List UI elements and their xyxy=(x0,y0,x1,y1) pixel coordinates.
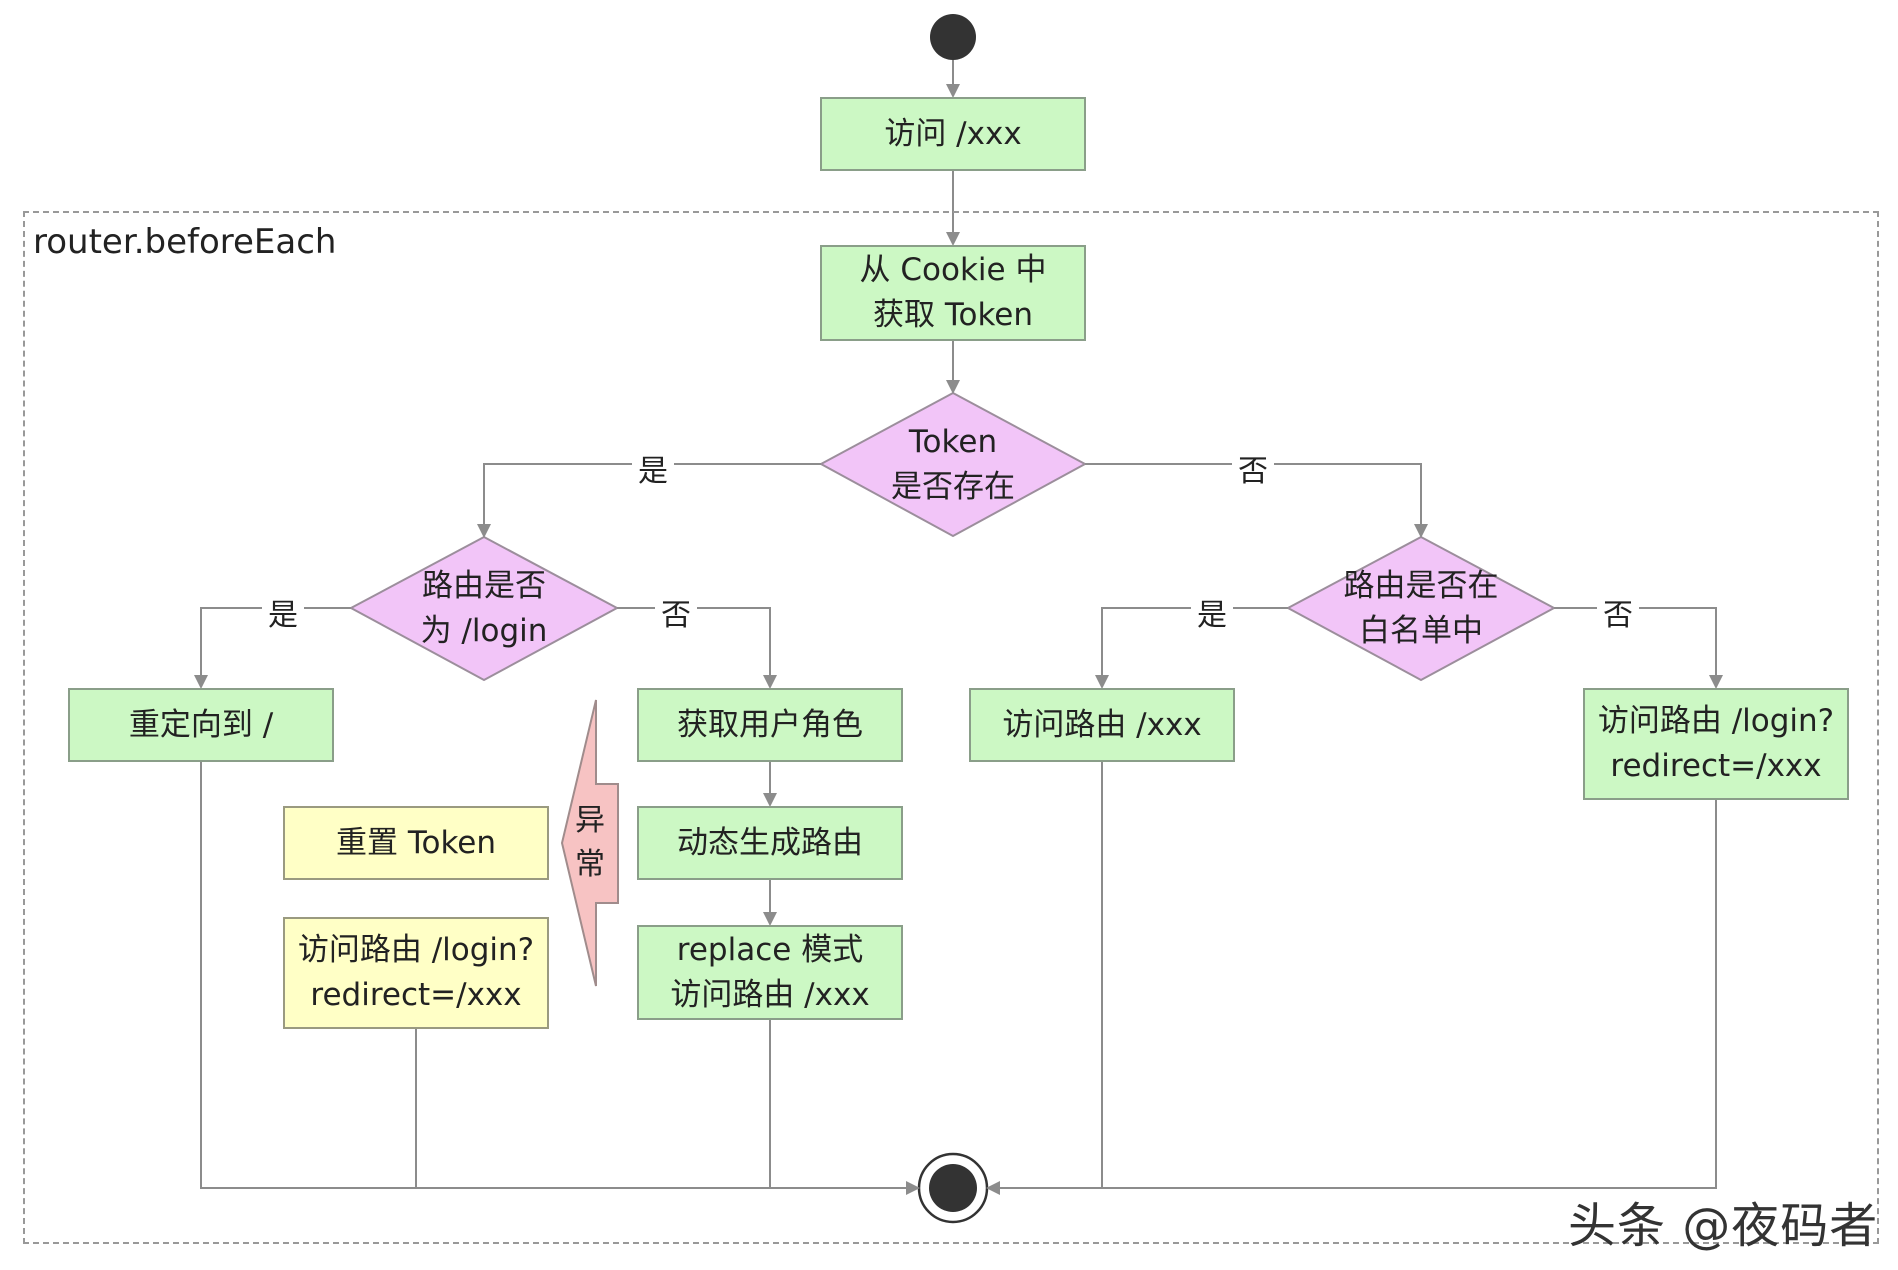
edge-token-yes xyxy=(477,463,821,538)
node-visit-route-xxx: 访问路由 /xxx xyxy=(969,688,1235,762)
start-node xyxy=(930,14,976,60)
edge-left-to-end xyxy=(200,762,920,1195)
exception-label: 异 常 xyxy=(575,803,605,882)
decision-token-exists-text: Token 是否存在 xyxy=(891,424,1015,505)
exception-marker xyxy=(560,699,619,987)
edge-right-to-end xyxy=(986,800,1717,1195)
edge-token-no xyxy=(1085,463,1428,538)
node-get-token: 从 Cookie 中 获取 Token xyxy=(820,245,1086,341)
decision-is-login xyxy=(348,535,620,682)
label-login-no: 否 xyxy=(655,590,697,634)
label-token-yes: 是 xyxy=(632,446,674,490)
watermark: 头条 @夜码者 xyxy=(1568,1198,1879,1254)
node-visit-login-right: 访问路由 /login? redirect=/xxx xyxy=(1583,688,1849,800)
decision-is-login-text: 路由是否 为 /login xyxy=(420,568,548,649)
node-gen-routes: 动态生成路由 xyxy=(637,806,903,880)
node-replace-visit: replace 模式 访问路由 /xxx xyxy=(637,925,903,1020)
decision-in-whitelist xyxy=(1285,535,1557,682)
node-visit-login-left: 访问路由 /login? redirect=/xxx xyxy=(283,917,549,1029)
node-visit-xxx: 访问 /xxx xyxy=(820,97,1086,171)
frame-label: router.beforeEach xyxy=(33,222,337,262)
label-token-no: 否 xyxy=(1232,446,1274,490)
decision-token-exists xyxy=(818,391,1088,538)
label-login-yes: 是 xyxy=(262,590,304,634)
end-node xyxy=(917,1152,989,1224)
node-get-roles: 获取用户角色 xyxy=(637,688,903,762)
decision-in-whitelist-text: 路由是否在 白名单中 xyxy=(1343,568,1499,649)
label-whitelist-yes: 是 xyxy=(1191,590,1233,634)
node-reset-token: 重置 Token xyxy=(283,806,549,880)
node-redirect-root: 重定向到 / xyxy=(68,688,334,762)
before-each-frame xyxy=(23,211,1879,1244)
label-whitelist-no: 否 xyxy=(1597,590,1639,634)
